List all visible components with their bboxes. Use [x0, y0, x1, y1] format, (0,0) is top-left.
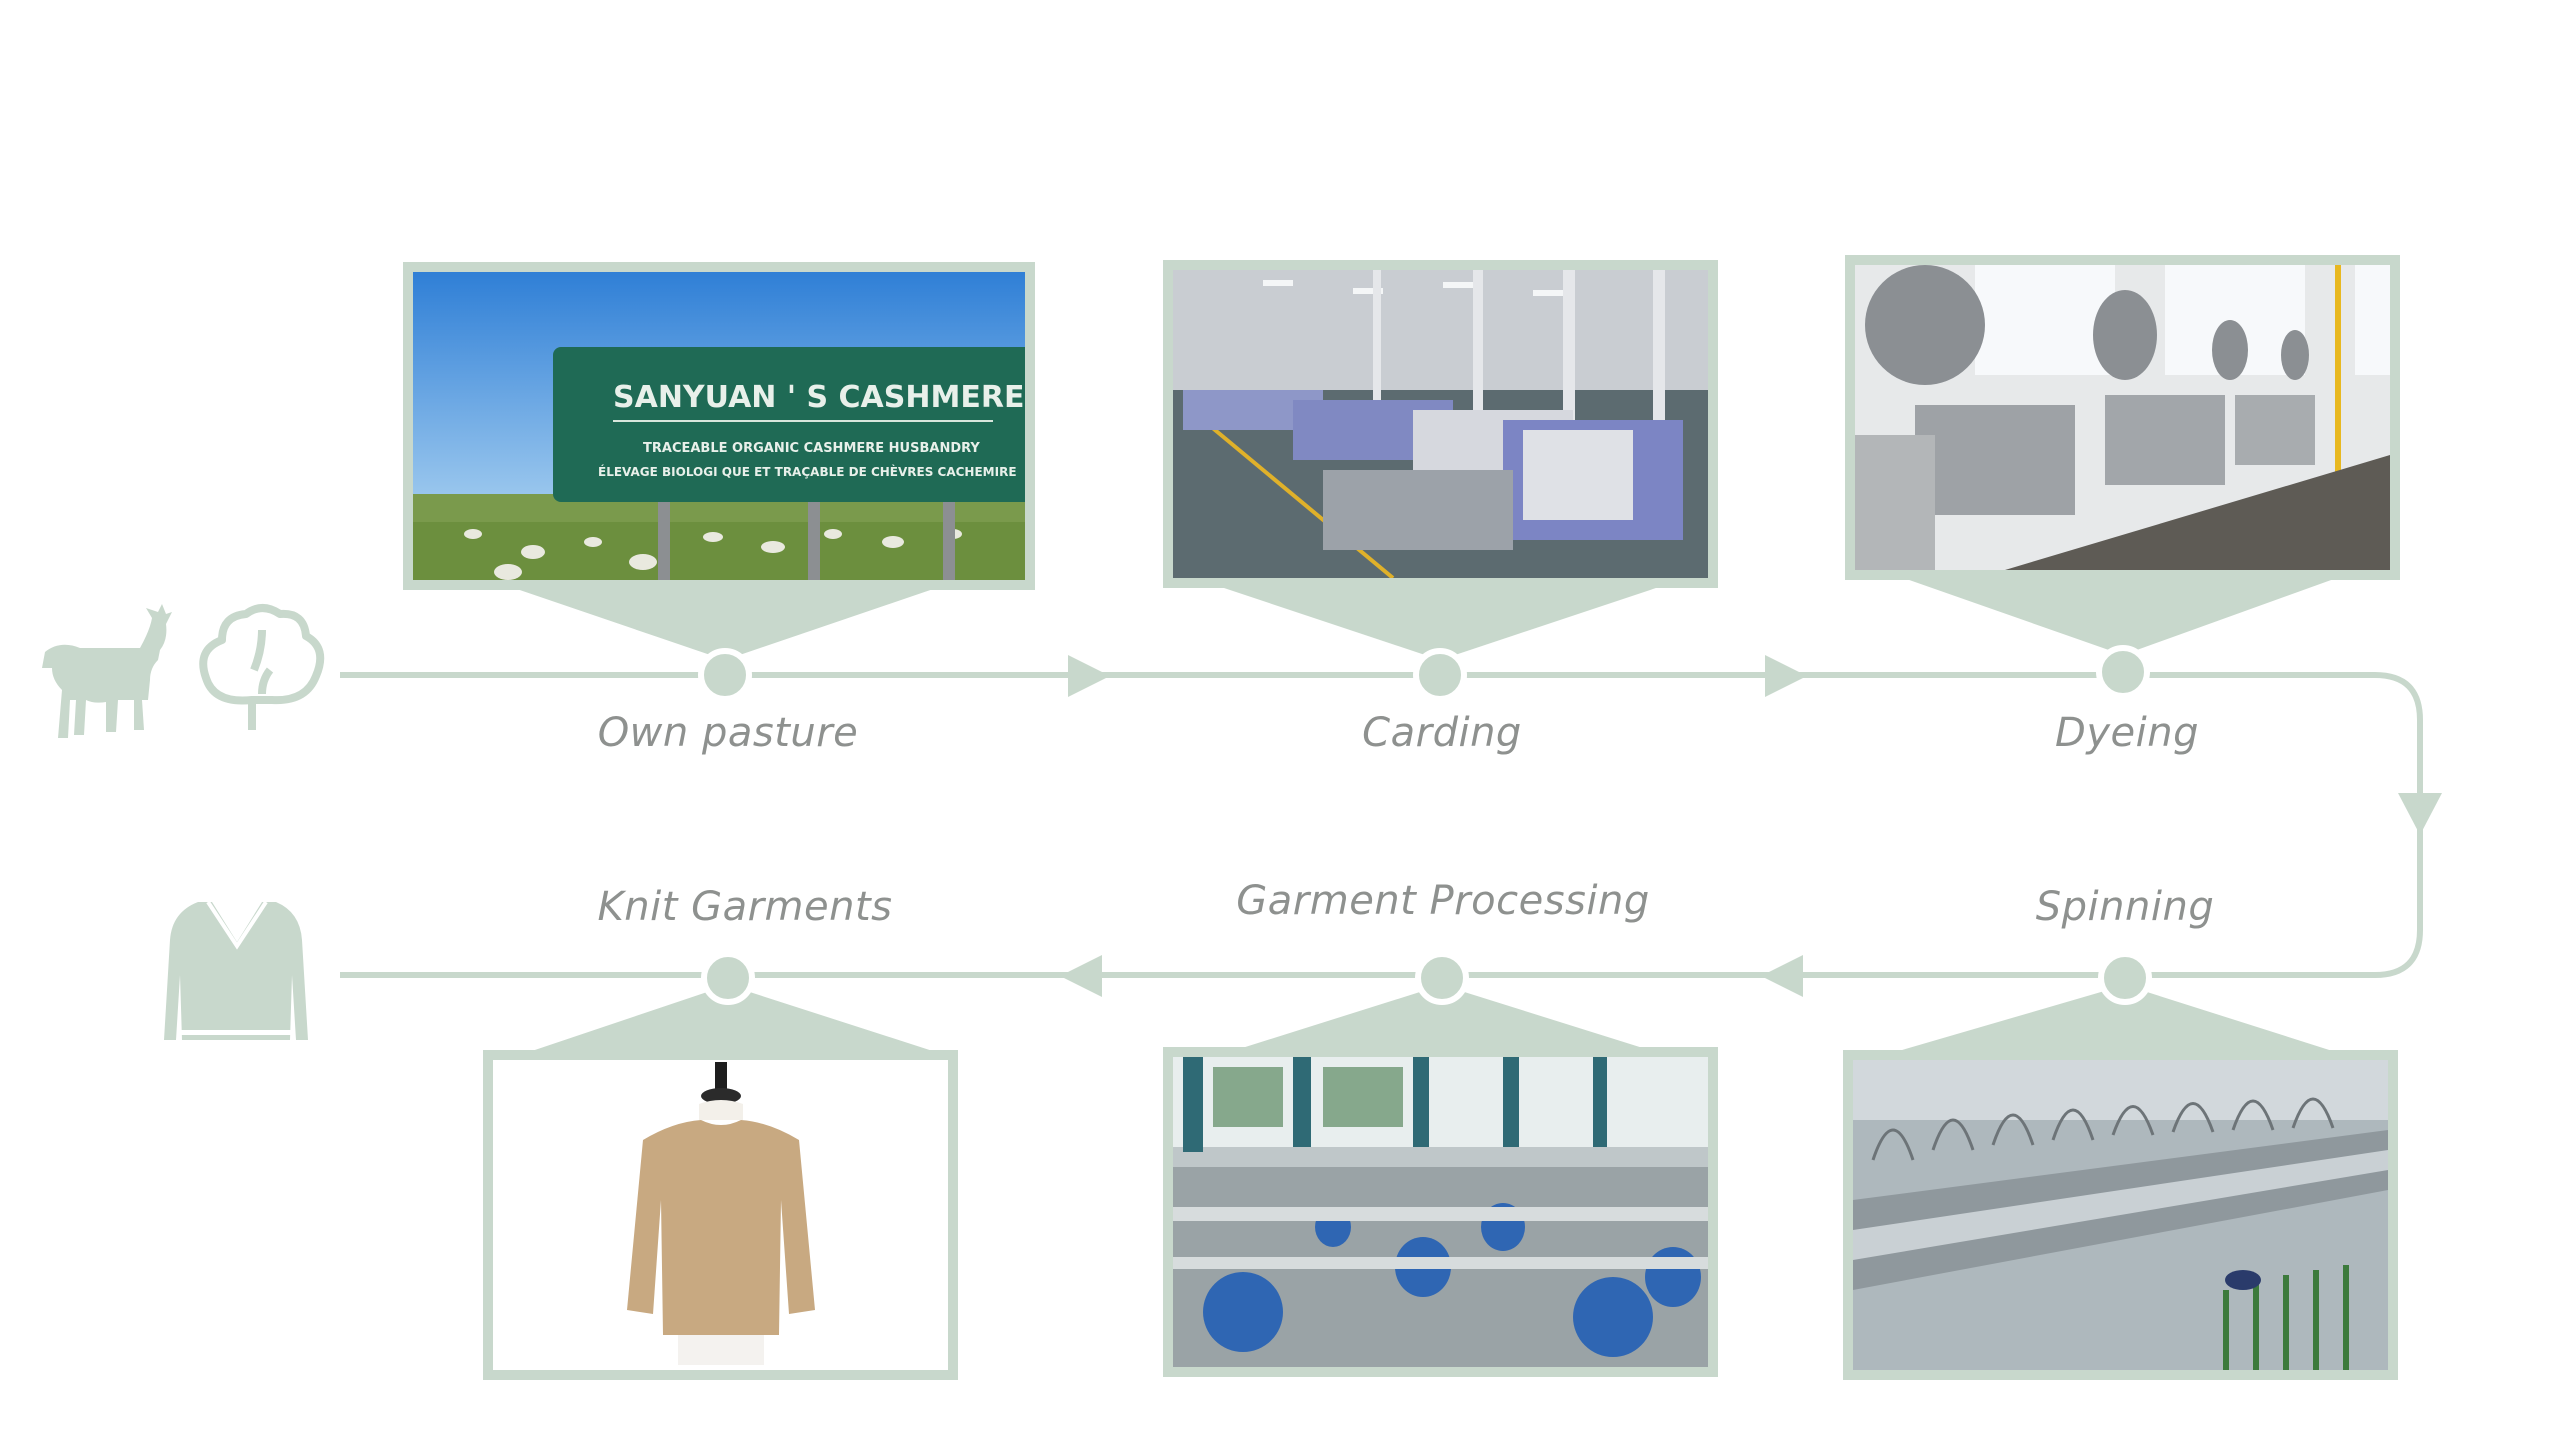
photo-dyeing [1845, 255, 2400, 580]
pasture-sign-line2: ÉLEVAGE BIOLOGI QUE ET TRAÇABLE DE CHÈVR… [598, 464, 1017, 479]
funnel-spinning [1885, 985, 2345, 1055]
pasture-sign-line1: TRACEABLE ORGANIC CASHMERE HUSBANDRY [643, 441, 980, 456]
pasture-sign [553, 347, 1025, 502]
label-knit-garments: Knit Garments [597, 884, 893, 930]
label-spinning: Spinning [2035, 884, 2215, 930]
funnel-knit-garments [520, 985, 945, 1055]
photo-knit-garments [483, 1050, 958, 1380]
arrow-left-icon [1060, 955, 1102, 997]
pasture-sign-title: SANYUAN ' S CASHMERE [613, 380, 1024, 415]
photo-garment-processing [1163, 1047, 1718, 1377]
label-carding: Carding [1362, 710, 1522, 756]
node-spinning [2098, 951, 2152, 1005]
node-dyeing [2096, 645, 2150, 699]
funnel-own-pasture [505, 585, 945, 660]
photo-carding [1163, 260, 1718, 588]
arrow-right-icon [1068, 655, 1110, 697]
arrow-right-icon [1765, 655, 1807, 697]
sweater-icon [164, 900, 308, 1040]
node-garment-processing [1415, 951, 1469, 1005]
label-garment-processing: Garment Processing [1236, 878, 1650, 924]
funnel-carding [1215, 585, 1665, 660]
goat-icon [42, 604, 172, 738]
node-knit-garments [701, 951, 755, 1005]
photo-spinning [1843, 1050, 2398, 1380]
label-dyeing: Dyeing [2055, 710, 2199, 756]
cotton-plant-icon [199, 604, 325, 705]
arrow-left-icon [1761, 955, 1803, 997]
arrow-down-icon [2398, 793, 2442, 835]
flow-line-turn [2374, 672, 2423, 978]
photo-own-pasture: SANYUAN ' S CASHMERE TRACEABLE ORGANIC C… [403, 262, 1035, 590]
node-own-pasture [698, 648, 752, 702]
funnel-dyeing [1895, 575, 2345, 655]
funnel-garment-processing [1220, 985, 1665, 1055]
node-carding [1413, 648, 1467, 702]
sweater-photo [627, 1120, 815, 1335]
cotton-stem [248, 700, 256, 730]
label-own-pasture: Own pasture [597, 710, 859, 756]
